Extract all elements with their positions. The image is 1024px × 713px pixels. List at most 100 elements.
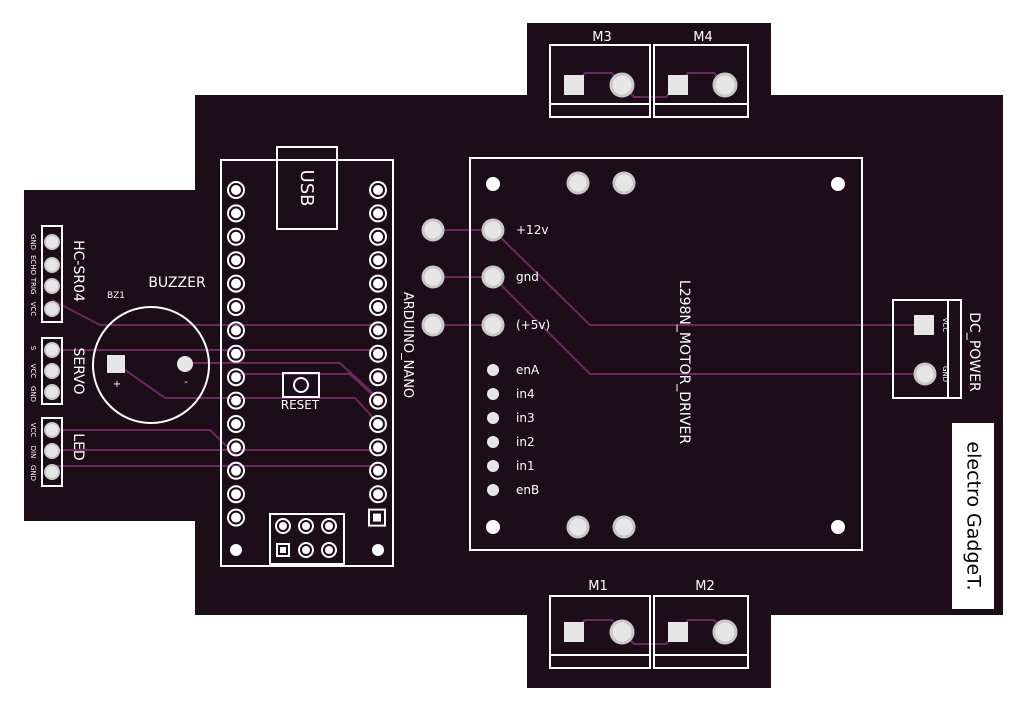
nano-pin-outline xyxy=(369,251,387,270)
dc-power-pin-gnd: GND xyxy=(941,366,949,382)
power-pin-12v: +12v xyxy=(516,223,548,237)
icsp-pin xyxy=(298,542,314,558)
signal-pin-enb: enB xyxy=(516,483,539,497)
nano-pin-outline xyxy=(369,181,387,199)
icsp-pin xyxy=(321,542,337,558)
servo-pin-vcc: VCC xyxy=(29,364,37,379)
nano-pin xyxy=(373,185,383,195)
nano-pin xyxy=(373,513,381,522)
buzzer-footprint: BUZZER BZ1 + - xyxy=(92,275,210,424)
header-pin xyxy=(44,422,60,438)
servo-label: SERVO xyxy=(70,347,86,394)
nano-pin xyxy=(231,185,241,195)
mount-hole xyxy=(486,177,500,191)
servo-header: S VCC GND SERVO xyxy=(29,337,86,405)
signal-pad xyxy=(487,364,499,376)
signal-pad xyxy=(487,460,499,472)
icsp-pin-core xyxy=(302,522,310,530)
nano-pin xyxy=(231,348,241,359)
header-pin xyxy=(44,278,60,294)
motor-terminal-m3: M3 xyxy=(549,30,651,118)
motor-output-pad xyxy=(566,515,590,539)
nano-pin-outline xyxy=(227,438,245,457)
nano-pin-outline xyxy=(227,415,245,433)
nano-pin-outline xyxy=(369,204,387,223)
led-header: VCC DIN GND LED xyxy=(29,417,86,487)
nano-pin-outline xyxy=(227,485,245,504)
nano-pin xyxy=(373,372,383,383)
nano-pin-outline xyxy=(369,368,387,387)
dc-power-terminal: VCC GND DC_POWER xyxy=(892,299,982,399)
l298n-motor-driver: +12v gnd (+5v) enA in4 in3 in2 in1 enB L… xyxy=(469,157,863,551)
nano-right-pin-row xyxy=(368,181,387,527)
signal-pin-in2: in2 xyxy=(516,435,535,449)
buzzer-label: BUZZER xyxy=(148,275,206,291)
led-pin-gnd: GND xyxy=(29,465,37,481)
m4-label: M4 xyxy=(693,30,713,45)
signal-pad xyxy=(487,436,499,448)
nano-pin-outline xyxy=(369,438,387,457)
servo-pin-s: S xyxy=(29,346,37,351)
usb-label: USB xyxy=(296,170,317,207)
led-label: LED xyxy=(70,433,86,460)
signal-pad xyxy=(487,388,499,400)
nano-pin xyxy=(373,489,383,500)
buzzer-minus-label: - xyxy=(184,377,188,388)
reset-label: RESET xyxy=(281,398,320,412)
m3-label: M3 xyxy=(592,30,612,45)
hcsr04-pin-vcc: VCC xyxy=(29,302,37,317)
header-pin xyxy=(44,443,60,459)
nano-pin xyxy=(373,395,383,406)
brand-box: electro GadgeT. xyxy=(952,423,994,609)
nano-pin xyxy=(231,302,241,312)
icsp-pin-core xyxy=(279,522,287,530)
motor-terminal-m2: M2 xyxy=(653,579,749,669)
nano-pin-outline xyxy=(227,274,245,293)
nano-pin-outline xyxy=(227,298,245,316)
dc-power-pin-vcc: VCC xyxy=(941,318,949,333)
dc-power-label: DC_POWER xyxy=(966,312,982,392)
nano-pin xyxy=(231,395,241,406)
header-pin xyxy=(44,464,60,480)
nano-pin xyxy=(231,231,241,242)
nano-pin xyxy=(373,255,383,266)
motor-terminal-m1: M1 xyxy=(549,579,651,669)
nano-pin xyxy=(231,419,241,429)
nano-pin xyxy=(373,442,383,453)
signal-pin-ena: enA xyxy=(516,363,540,377)
header-pin xyxy=(44,234,60,250)
header-pin xyxy=(44,257,60,273)
nano-pin xyxy=(373,348,383,359)
buzzer-ref: BZ1 xyxy=(107,291,125,301)
mount-hole xyxy=(831,520,845,534)
nano-pin xyxy=(231,512,241,523)
nano-pin xyxy=(373,465,383,476)
motor-output-pad xyxy=(612,171,636,195)
header-pin xyxy=(44,342,60,358)
buzzer-pad-plus xyxy=(107,355,125,373)
led-pin-din: DIN xyxy=(29,446,37,459)
nano-pin-outline xyxy=(227,391,245,410)
mount-hole xyxy=(230,544,242,556)
nano-pin-outline xyxy=(227,251,245,270)
power-pad xyxy=(481,265,505,289)
nano-pin-outline xyxy=(227,181,245,199)
icsp-pin xyxy=(321,518,337,534)
icsp-pin-core xyxy=(325,522,333,530)
nano-pin xyxy=(373,325,383,336)
icsp-pin xyxy=(276,543,290,557)
icsp-pin xyxy=(298,518,314,534)
nano-pin-outline xyxy=(369,274,387,293)
led-pin-vcc: VCC xyxy=(29,423,37,438)
power-pad xyxy=(481,313,505,337)
nano-pin-outline xyxy=(369,344,387,363)
nano-pin xyxy=(231,465,241,476)
motor-terminal-m4: M4 xyxy=(653,30,749,118)
header-pin xyxy=(44,301,60,317)
mount-hole xyxy=(486,520,500,534)
signal-pad xyxy=(487,484,499,496)
nano-pin xyxy=(373,208,383,219)
external-power-pads xyxy=(421,218,445,337)
nano-pin-outline xyxy=(227,227,245,246)
